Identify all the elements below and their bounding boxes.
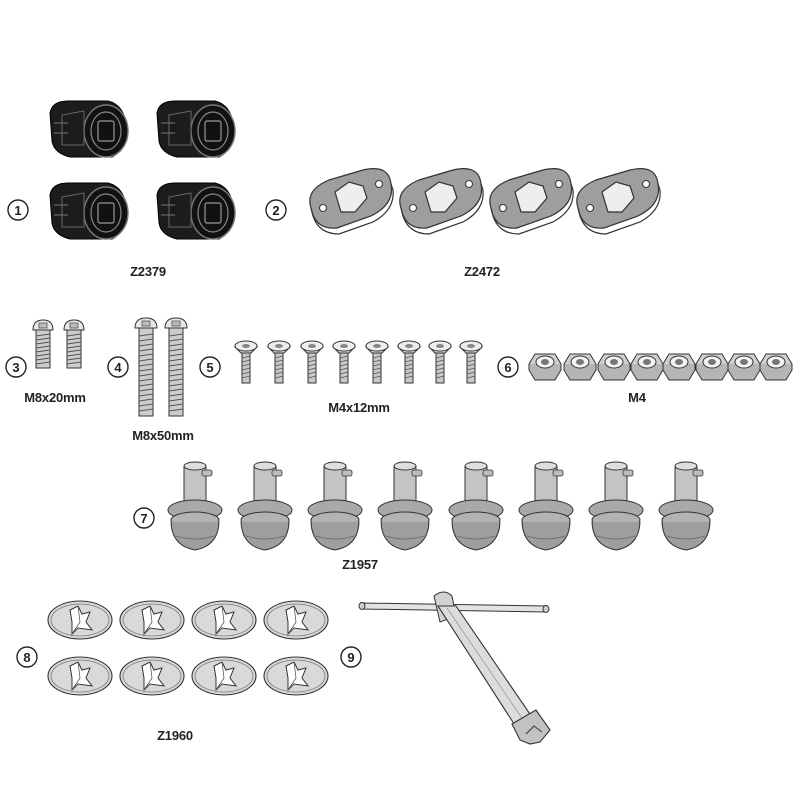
part-8-group: 8 Z1960 xyxy=(16,600,329,743)
part-5-screw xyxy=(332,340,356,384)
part-2-plate xyxy=(576,168,661,235)
part-8-washer xyxy=(263,656,329,696)
part-1-code: Z2379 xyxy=(130,264,166,279)
part-1-clip xyxy=(156,100,236,158)
part-7-grommet xyxy=(518,461,574,551)
part-3-number: 3 xyxy=(12,360,19,375)
part-8-number-badge xyxy=(16,646,38,668)
part-2-plate xyxy=(399,168,484,235)
part-6-nut xyxy=(662,353,696,381)
part-2-plates xyxy=(309,168,661,235)
part-5-group: 5 M4x12mm xyxy=(199,340,483,415)
part-6-number-badge xyxy=(497,356,519,378)
part-7-number: 7 xyxy=(140,511,147,526)
part-7-grommet xyxy=(237,461,293,551)
part-8-washers xyxy=(47,600,329,696)
part-6-nuts xyxy=(528,353,793,381)
part-5-screw xyxy=(234,340,258,384)
part-9-number-badge xyxy=(340,646,362,668)
part-5-screw xyxy=(300,340,324,384)
part-7-grommets xyxy=(167,461,714,551)
part-7-group: 7 Z1957 xyxy=(133,461,714,572)
part-8-number: 8 xyxy=(23,650,30,665)
part-1-clips xyxy=(49,100,236,240)
part-4-number-badge xyxy=(107,356,129,378)
part-7-grommet xyxy=(588,461,644,551)
part-6-nut xyxy=(727,353,761,381)
part-7-code: Z1957 xyxy=(342,557,378,572)
part-3-bolt xyxy=(63,319,85,369)
part-2-number: 2 xyxy=(272,203,279,218)
part-5-screw xyxy=(428,340,452,384)
part-5-screw xyxy=(459,340,483,384)
part-7-grommet xyxy=(377,461,433,551)
part-6-nut xyxy=(695,353,729,381)
part-5-code: M4x12mm xyxy=(328,400,389,415)
part-7-grommet xyxy=(167,461,223,551)
part-4-code: M8x50mm xyxy=(132,428,193,443)
part-9-number: 9 xyxy=(347,650,354,665)
part-1-group: 1 Z2379 xyxy=(7,100,236,279)
part-8-washer xyxy=(47,656,113,696)
part-3-number-badge xyxy=(5,356,27,378)
part-8-washer xyxy=(47,600,113,640)
part-8-washer xyxy=(263,600,329,640)
part-3-code: M8x20mm xyxy=(24,390,85,405)
part-4-bolts xyxy=(134,317,188,417)
part-4-bolt xyxy=(134,317,158,417)
part-6-nut xyxy=(759,353,793,381)
part-4-number: 4 xyxy=(114,360,122,375)
part-9-group: 9 xyxy=(340,591,551,745)
part-3-group: 3 M8x20mm xyxy=(5,319,86,405)
part-5-number-badge xyxy=(199,356,221,378)
part-6-nut xyxy=(597,353,631,381)
part-6-number: 6 xyxy=(504,360,511,375)
part-6-group: 6 M4 xyxy=(497,353,793,405)
part-3-bolts xyxy=(32,319,85,369)
part-5-number: 5 xyxy=(206,360,213,375)
part-2-group: 2 Z2472 xyxy=(265,168,661,279)
part-1-number-badge xyxy=(7,199,29,221)
part-5-screw xyxy=(397,340,421,384)
part-7-grommet xyxy=(307,461,363,551)
part-2-plate xyxy=(309,168,394,235)
part-1-number: 1 xyxy=(14,203,21,218)
part-7-grommet xyxy=(448,461,504,551)
part-6-nut xyxy=(630,353,664,381)
part-4-group: 4 M8x50mm xyxy=(107,317,194,443)
part-1-clip xyxy=(49,100,129,158)
part-2-plate xyxy=(489,168,574,235)
part-4-bolt xyxy=(164,317,188,417)
part-3-bolt xyxy=(32,319,54,369)
part-5-screw xyxy=(267,340,291,384)
part-6-nut xyxy=(563,353,597,381)
part-1-clip xyxy=(156,182,236,240)
part-8-washer xyxy=(119,600,185,640)
part-5-screw xyxy=(365,340,389,384)
part-8-washer xyxy=(191,600,257,640)
part-8-code: Z1960 xyxy=(157,728,193,743)
part-6-nut xyxy=(528,353,562,381)
part-6-code: M4 xyxy=(628,390,647,405)
part-8-washer xyxy=(191,656,257,696)
part-2-code: Z2472 xyxy=(464,264,500,279)
part-5-screws xyxy=(234,340,483,384)
part-1-clip xyxy=(49,182,129,240)
part-9-t-wrench xyxy=(358,591,551,745)
part-2-number-badge xyxy=(265,199,287,221)
part-8-washer xyxy=(119,656,185,696)
part-7-grommet xyxy=(658,461,714,551)
part-7-number-badge xyxy=(133,507,155,529)
